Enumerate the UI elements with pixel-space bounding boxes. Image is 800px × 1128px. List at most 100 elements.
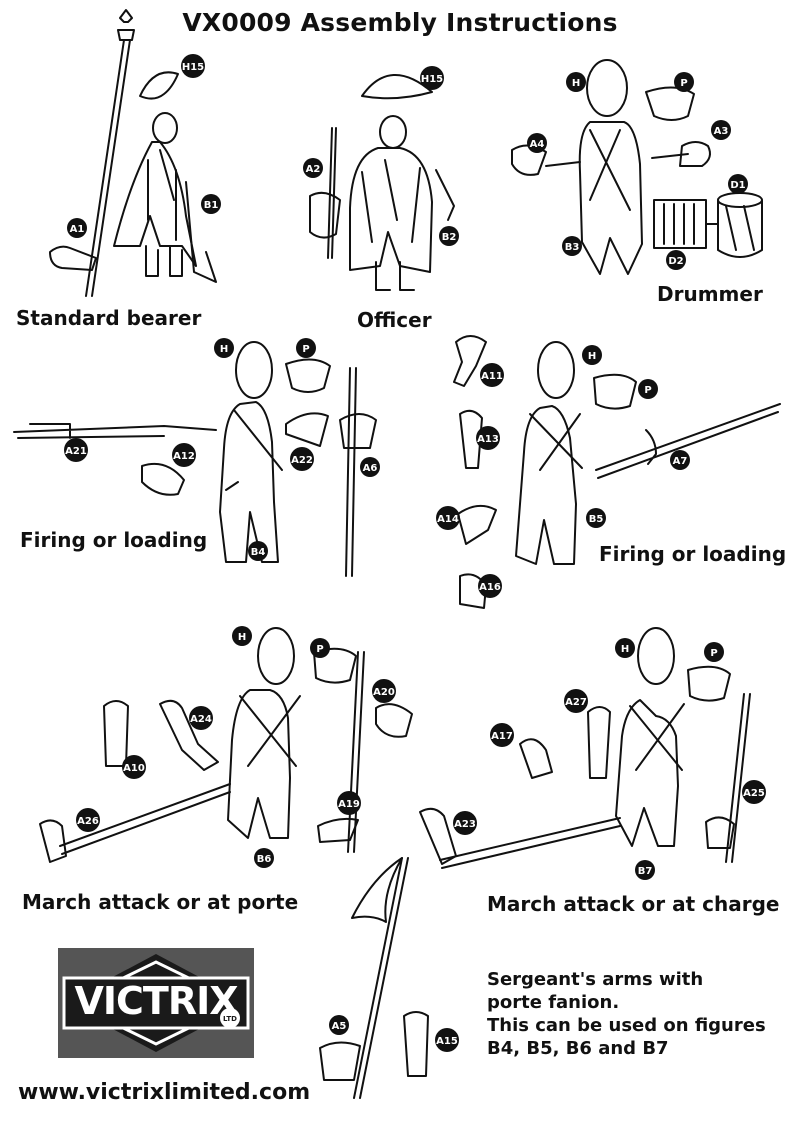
svg-text:A10: A10 xyxy=(123,763,145,774)
svg-text:B2: B2 xyxy=(442,232,457,243)
svg-text:B4: B4 xyxy=(251,547,266,558)
part-badge-h: H xyxy=(615,638,635,658)
part-badge-a13: A13 xyxy=(476,426,500,450)
svg-text:A6: A6 xyxy=(363,463,378,474)
part-badge-p: P xyxy=(638,379,658,399)
svg-text:B7: B7 xyxy=(638,866,653,877)
svg-text:D1: D1 xyxy=(730,180,745,191)
part-badge-a27: A27 xyxy=(564,689,588,713)
svg-text:P: P xyxy=(302,344,309,355)
march-charge-figure xyxy=(419,627,751,869)
svg-text:P: P xyxy=(680,78,687,89)
part-badge-a4: A4 xyxy=(527,133,547,153)
svg-text:A3: A3 xyxy=(714,126,729,137)
svg-text:A15: A15 xyxy=(436,1036,458,1047)
website-url: www.victrixlimited.com xyxy=(18,1080,311,1105)
logo-text: VICTRIX xyxy=(74,979,238,1023)
part-badge-a23: A23 xyxy=(453,811,477,835)
part-badge-b7: B7 xyxy=(635,860,655,880)
part-badge-h15: H15 xyxy=(181,54,205,78)
part-badge-a19: A19 xyxy=(337,791,361,815)
svg-text:P: P xyxy=(316,644,323,655)
firing-left-figure xyxy=(13,341,377,577)
part-badge-p: P xyxy=(296,338,316,358)
part-badge-a24: A24 xyxy=(189,706,213,730)
part-badge-a26: A26 xyxy=(76,808,100,832)
svg-text:H15: H15 xyxy=(182,62,204,73)
part-badge-d1: D1 xyxy=(728,174,748,194)
part-badge-h: H xyxy=(582,345,602,365)
part-badge-a25: A25 xyxy=(742,780,766,804)
standard-bearer-figure xyxy=(49,9,217,297)
part-badge-p: P xyxy=(704,642,724,662)
svg-text:A22: A22 xyxy=(291,455,313,466)
svg-text:B3: B3 xyxy=(565,242,580,253)
part-badge-d2: D2 xyxy=(666,250,686,270)
part-badge-a10: A10 xyxy=(122,755,146,779)
part-badge-a15: A15 xyxy=(435,1028,459,1052)
part-badge-a11: A11 xyxy=(480,363,504,387)
drummer-figure xyxy=(511,59,763,275)
part-badge-h: H xyxy=(232,626,252,646)
svg-text:D2: D2 xyxy=(668,256,683,267)
part-badge-b2: B2 xyxy=(439,226,459,246)
note-line: Sergeant's arms with xyxy=(487,969,704,990)
svg-text:P: P xyxy=(710,648,717,659)
part-badge-p: P xyxy=(310,638,330,658)
svg-text:H15: H15 xyxy=(421,74,443,85)
note-line: This can be used on figures xyxy=(487,1015,766,1036)
part-badge-a16: A16 xyxy=(478,574,502,598)
part-badge-a5: A5 xyxy=(329,1015,349,1035)
label-firing-left: Firing or loading xyxy=(20,528,208,552)
part-badge-b5: B5 xyxy=(586,508,606,528)
svg-text:A2: A2 xyxy=(306,164,321,175)
svg-text:A12: A12 xyxy=(173,451,195,462)
part-badge-h: H xyxy=(214,338,234,358)
svg-text:B1: B1 xyxy=(204,200,219,211)
note-line: B4, B5, B6 and B7 xyxy=(487,1038,669,1059)
svg-text:A16: A16 xyxy=(479,582,501,593)
svg-text:A4: A4 xyxy=(530,139,545,150)
svg-text:H: H xyxy=(572,78,580,89)
label-march-charge: March attack or at charge xyxy=(487,892,780,916)
part-badge-a20: A20 xyxy=(372,679,396,703)
victrix-logo: LTD VICTRIX xyxy=(58,948,254,1058)
svg-text:A11: A11 xyxy=(481,371,503,382)
svg-text:LTD: LTD xyxy=(223,1015,237,1023)
svg-text:B6: B6 xyxy=(257,854,272,865)
note-line: porte fanion. xyxy=(487,992,620,1013)
page-title: VX0009 Assembly Instructions xyxy=(182,8,618,37)
part-badge-p: P xyxy=(674,72,694,92)
svg-text:B5: B5 xyxy=(589,514,604,525)
part-badge-a14: A14 xyxy=(436,506,460,530)
svg-text:A20: A20 xyxy=(373,687,395,698)
svg-text:A14: A14 xyxy=(437,514,459,525)
officer-figure xyxy=(309,74,455,291)
svg-text:A7: A7 xyxy=(673,456,688,467)
part-badge-a21: A21 xyxy=(64,438,88,462)
part-badge-a3: A3 xyxy=(711,120,731,140)
march-porte-figure xyxy=(39,627,413,863)
label-march-porte: March attack or at porte xyxy=(22,890,299,914)
part-badge-b4: B4 xyxy=(248,541,268,561)
part-badge-a2: A2 xyxy=(303,158,323,178)
svg-text:A27: A27 xyxy=(565,697,587,708)
svg-text:A25: A25 xyxy=(743,788,765,799)
sergeant-note: Sergeant's arms with porte fanion. This … xyxy=(487,968,766,1060)
part-badge-b3: B3 xyxy=(562,236,582,256)
svg-text:A23: A23 xyxy=(454,819,476,830)
part-badge-b6: B6 xyxy=(254,848,274,868)
label-firing-right: Firing or loading xyxy=(599,542,787,566)
label-standard-bearer: Standard bearer xyxy=(16,306,202,330)
part-badge-a12: A12 xyxy=(172,443,196,467)
svg-text:P: P xyxy=(644,385,651,396)
svg-text:H: H xyxy=(588,351,596,362)
sergeant-fanion-figure xyxy=(319,857,429,1099)
part-badge-a1: A1 xyxy=(67,218,87,238)
part-badge-a6: A6 xyxy=(360,457,380,477)
firing-right-figure xyxy=(453,335,781,609)
svg-text:A19: A19 xyxy=(338,799,360,810)
part-badge-h15: H15 xyxy=(420,66,444,90)
part-badge-a22: A22 xyxy=(290,447,314,471)
